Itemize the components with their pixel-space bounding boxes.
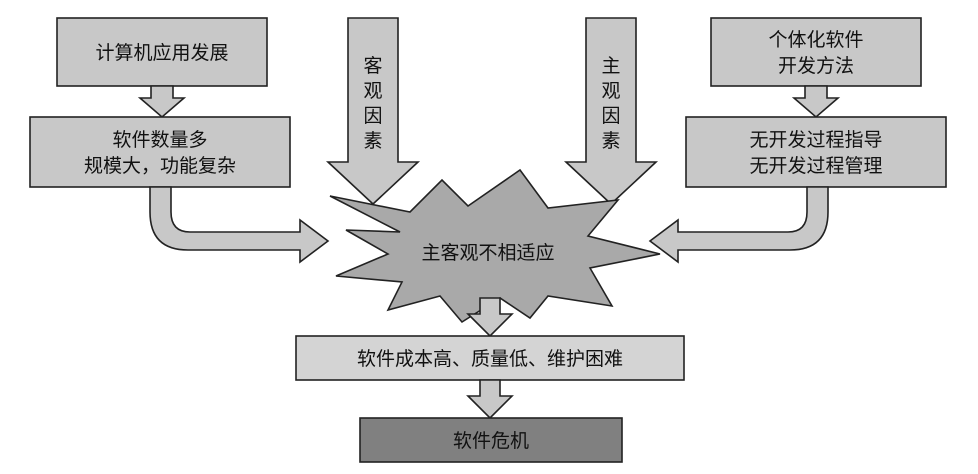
cost-quality-label: 软件成本高、质量低、维护困难: [357, 348, 623, 370]
subjective-char-2: 观: [601, 80, 620, 102]
no-guidance-box: 无开发过程指导 无开发过程管理: [685, 116, 947, 188]
cost-quality-box: 软件成本高、质量低、维护困难: [295, 335, 685, 381]
software-quantity-box: 软件数量多 规模大，功能复杂: [29, 116, 291, 188]
subjective-char-1: 主: [601, 55, 620, 77]
objective-char-4: 素: [363, 130, 382, 152]
objective-char-1: 客: [363, 55, 382, 77]
individual-method-box: 个体化软件 开发方法: [710, 17, 922, 87]
subjective-char-4: 素: [601, 130, 620, 152]
no-guidance-line1: 无开发过程指导: [749, 129, 882, 151]
software-quantity-line1: 软件数量多: [112, 129, 207, 151]
arrow-computer-to-quantity: [137, 85, 187, 119]
no-guidance-line2: 无开发过程管理: [749, 155, 882, 177]
individual-method-line2: 开发方法: [778, 55, 854, 77]
individual-method-line1: 个体化软件: [768, 29, 863, 51]
objective-char-3: 因: [363, 105, 382, 127]
mismatch-burst: 主客观不相适应: [329, 168, 661, 324]
computer-development-label: 计算机应用发展: [95, 42, 228, 64]
subjective-char-3: 因: [601, 105, 620, 127]
mismatch-label: 主客观不相适应: [421, 242, 554, 264]
arrow-guidance-to-burst: [648, 186, 829, 264]
arrow-method-to-guidance: [791, 85, 841, 119]
software-crisis-label: 软件危机: [453, 430, 529, 452]
software-quantity-line2: 规模大，功能复杂: [84, 155, 236, 177]
software-crisis-box: 软件危机: [359, 417, 623, 463]
computer-development-box: 计算机应用发展: [56, 17, 268, 87]
objective-char-2: 观: [363, 80, 382, 102]
arrow-quantity-to-burst: [149, 186, 330, 264]
subjective-factors-arrow: 主 观 因 素: [563, 17, 659, 206]
objective-factors-arrow: 客 观 因 素: [325, 17, 421, 206]
arrow-cost-to-crisis: [466, 379, 514, 420]
arrow-burst-to-cost: [466, 297, 514, 338]
